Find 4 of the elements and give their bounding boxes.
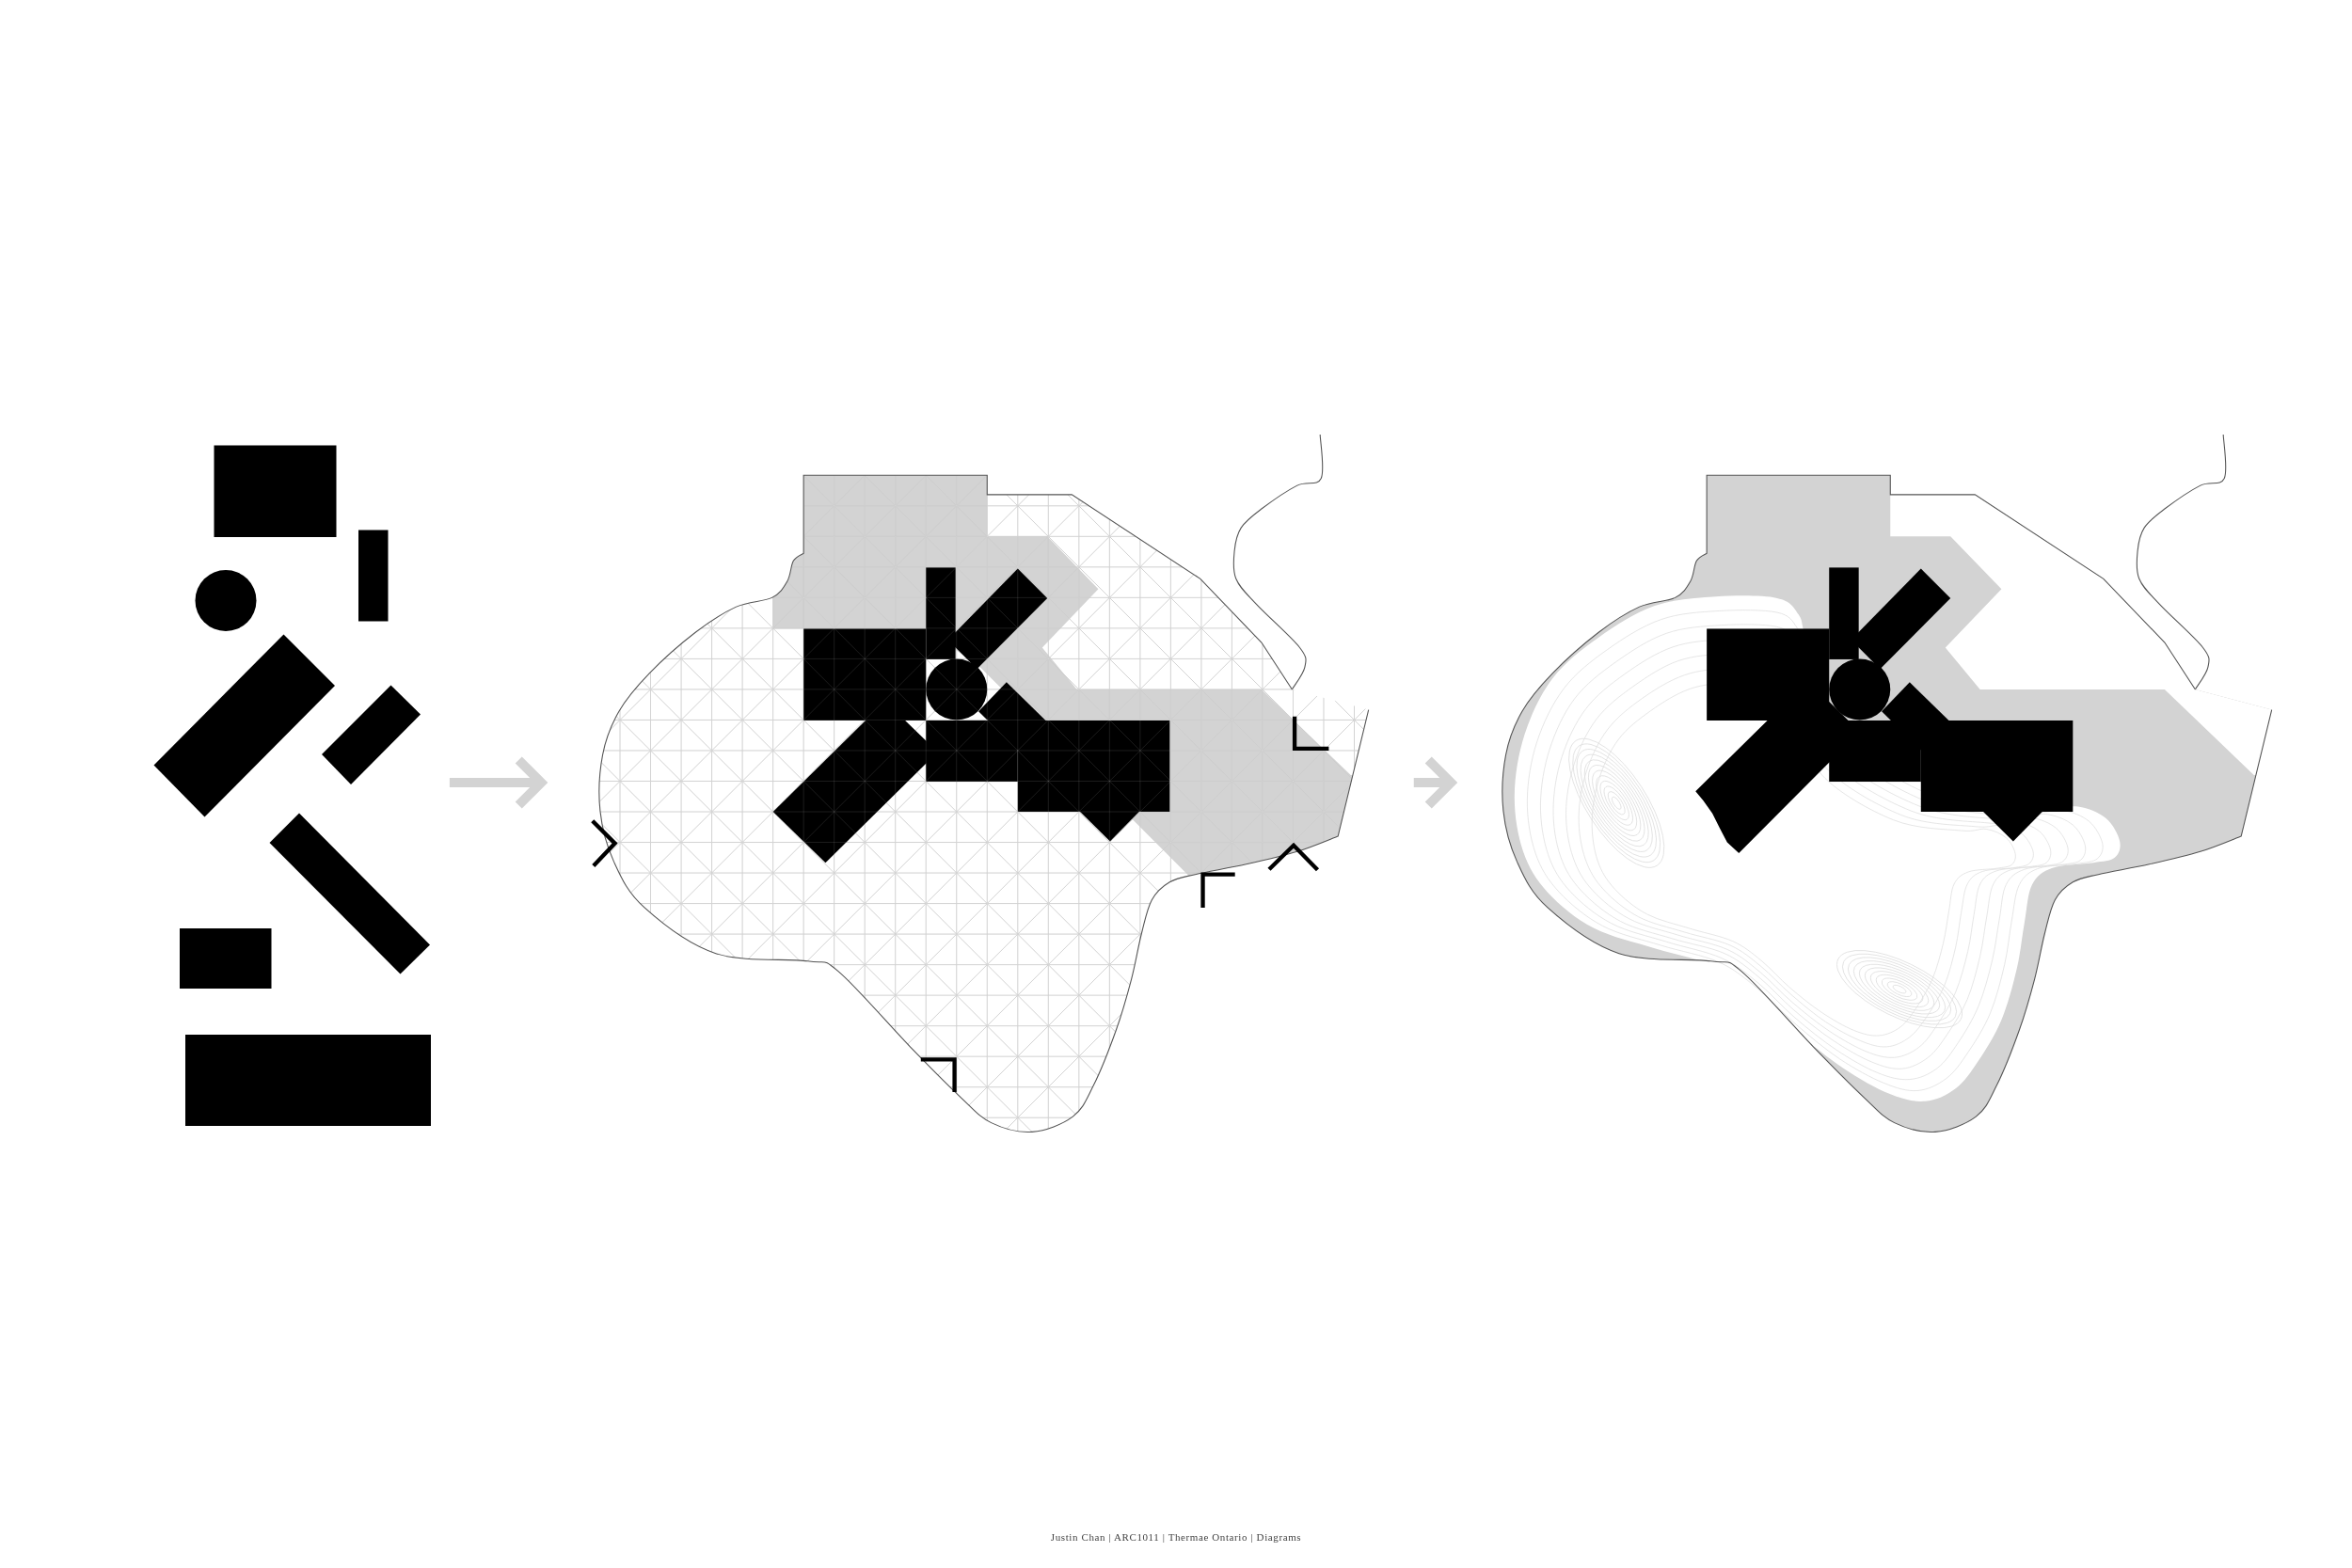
contour-site-plan-drawing	[1500, 433, 2275, 1134]
caption-text: Justin Chan | ARC1011 | Thermae Ontario | Diagrams	[1050, 1530, 1302, 1544]
arrow	[449, 755, 547, 810]
arrow	[1413, 755, 1456, 810]
